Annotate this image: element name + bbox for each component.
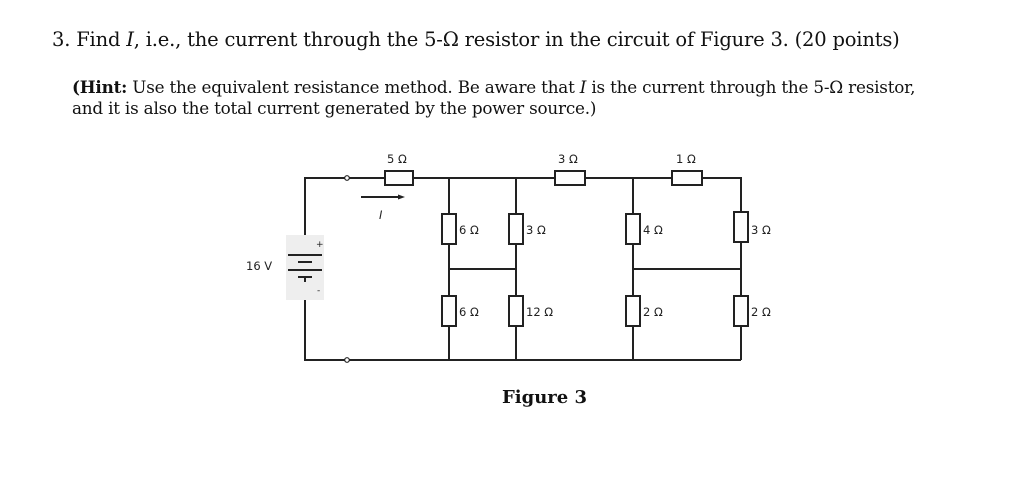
wire-source-top: [304, 177, 345, 255]
resistor-col4-top-3ohm: [733, 211, 749, 243]
hint-label: Hint:: [79, 77, 128, 97]
hint-text: (Hint: Use the equivalent resistance met…: [72, 77, 915, 119]
source-minus-label: -: [317, 286, 320, 296]
wires: [304, 177, 742, 361]
figure-caption: Figure 3: [502, 387, 588, 408]
label-top-1ohm: 1 Ω: [676, 152, 696, 166]
label-col1-bottom: 6 Ω: [459, 305, 479, 319]
question-number: 3.: [52, 28, 71, 51]
battery-icon: [288, 254, 322, 282]
label-top-3ohm: 3 Ω: [558, 152, 578, 166]
resistor-5ohm: [384, 170, 414, 186]
current-arrow-head: [398, 194, 405, 200]
terminal-bottom: [344, 357, 350, 363]
label-5ohm: 5 Ω: [387, 152, 407, 166]
resistor-col2-bottom-12ohm: [508, 295, 524, 327]
label-col1-top: 6 Ω: [459, 223, 479, 237]
battery-background: [286, 235, 324, 300]
resistors: [384, 170, 749, 327]
source-plus-label: +: [316, 240, 324, 250]
hint-line-1: (Hint: Use the equivalent resistance met…: [72, 77, 916, 97]
terminal-top: [344, 175, 350, 181]
resistor-col3-bottom-2ohm: [625, 295, 641, 327]
label-col2-top: 3 Ω: [526, 223, 546, 237]
current-label: I: [379, 208, 383, 222]
wire-source-bottom: [304, 281, 345, 361]
label-col3-bottom: 2 Ω: [643, 305, 663, 319]
label-col4-bottom: 2 Ω: [751, 305, 771, 319]
resistor-top-1ohm: [671, 170, 703, 186]
wire: [702, 177, 742, 212]
resistor-col2-top-3ohm: [508, 213, 524, 245]
source-voltage-label: 16 V: [246, 259, 272, 273]
question-text: 3. Find I, i.e., the current through the…: [52, 28, 900, 51]
current-variable: I: [126, 28, 134, 51]
resistor-col1-top-6ohm: [441, 213, 457, 245]
resistor-col1-bottom-6ohm: [441, 295, 457, 327]
label-col3-top: 4 Ω: [643, 223, 663, 237]
label-col4-top: 3 Ω: [751, 223, 771, 237]
hint-line-2: and it is also the total current generat…: [72, 98, 597, 118]
resistor-top-3ohm: [554, 170, 586, 186]
label-col2-bottom: 12 Ω: [526, 305, 553, 319]
resistor-col4-bottom-2ohm: [733, 295, 749, 327]
resistor-col3-top-4ohm: [625, 213, 641, 245]
